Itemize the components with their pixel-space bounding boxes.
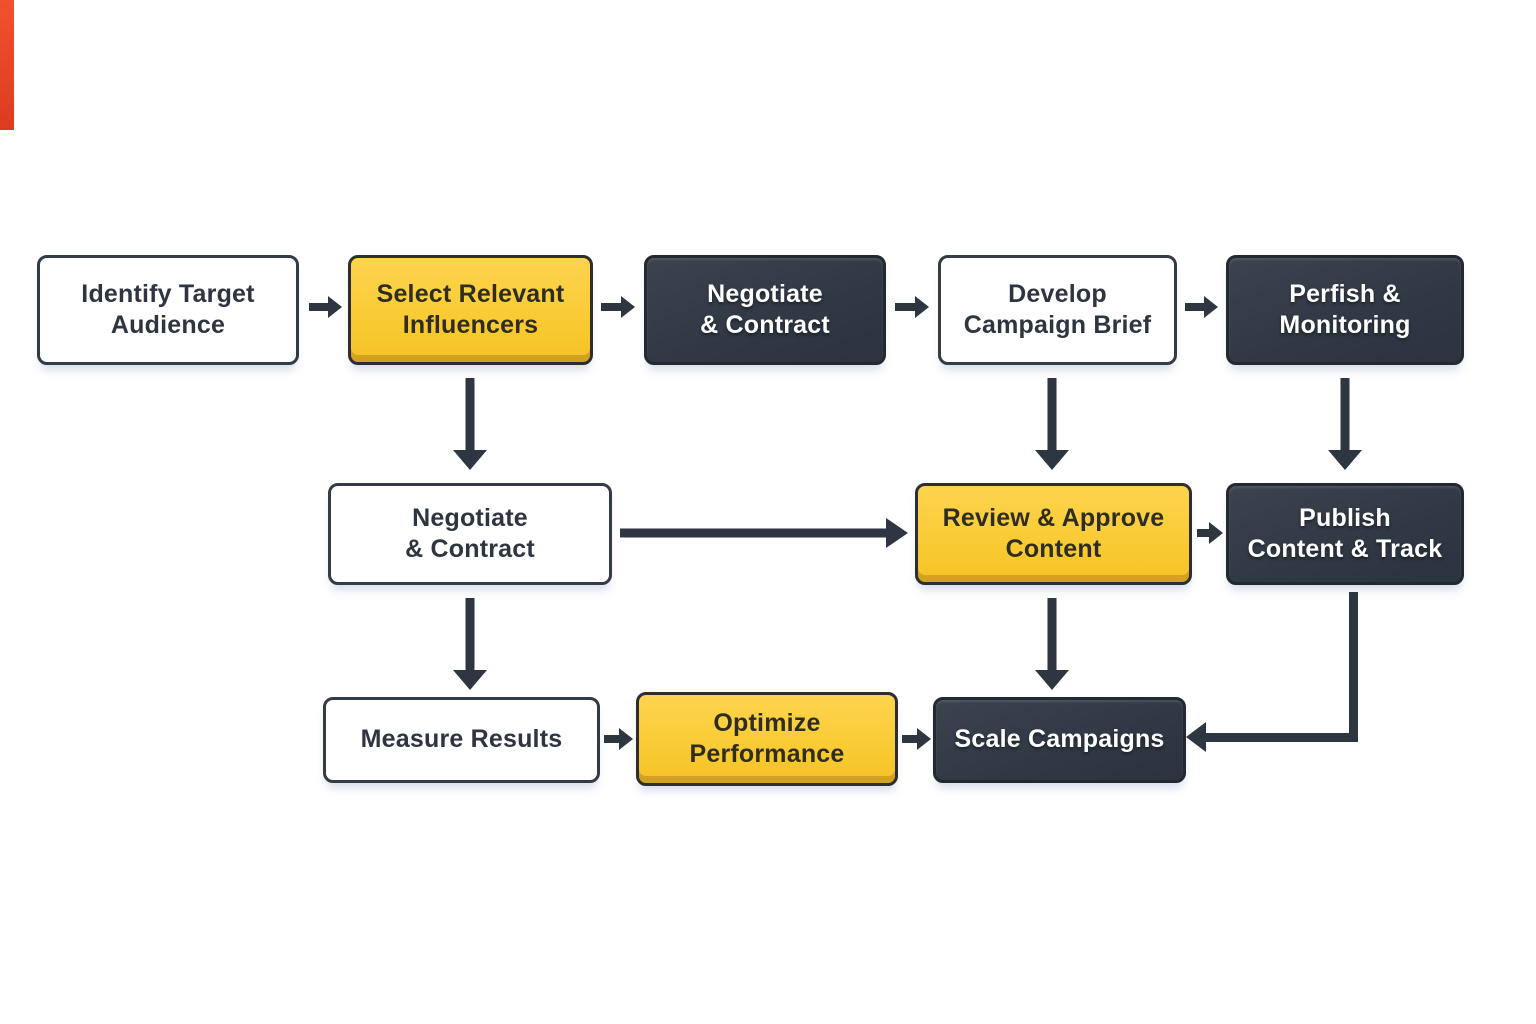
node-label: Scale Campaigns <box>954 725 1165 754</box>
arrow-stem <box>309 303 329 311</box>
arrow-select-to-negotiate-icon <box>601 294 635 320</box>
arrow-stem <box>1047 598 1057 671</box>
arrowhead-down-icon <box>453 670 487 690</box>
arrow-stem <box>902 735 918 743</box>
node-select-relevant-influencers: Select Relevant Influencers <box>348 255 593 365</box>
node-label: Publish Content & Track <box>1247 503 1443 564</box>
arrow-measure-to-optimize-icon <box>604 726 633 752</box>
arrow-negotiate-down-icon <box>452 598 488 690</box>
node-label: Select Relevant Influencers <box>376 279 565 340</box>
elbow-horizontal-segment <box>1205 733 1358 742</box>
arrowhead-down-icon <box>1035 670 1069 690</box>
node-label: Identify Target Audience <box>81 279 255 340</box>
node-label: Review & Approve Content <box>942 503 1165 564</box>
arrow-stem <box>465 598 475 671</box>
arrowhead-right-icon <box>1209 522 1223 544</box>
arrowhead-right-icon <box>915 296 929 318</box>
node-review-approve-content: Review & Approve Content <box>915 483 1192 585</box>
arrow-stem <box>895 303 916 311</box>
arrow-stem <box>1197 529 1210 537</box>
arrowhead-down-icon <box>1328 450 1362 470</box>
node-label: Perfish & Monitoring <box>1279 279 1411 340</box>
arrow-perfish-down-icon <box>1327 378 1363 470</box>
arrowhead-right-icon <box>1204 296 1218 318</box>
node-label: Develop Campaign Brief <box>963 279 1152 340</box>
arrowhead-down-icon <box>1035 450 1069 470</box>
arrow-publish-to-scale-elbow-icon <box>1186 592 1358 752</box>
arrow-identify-to-select-icon <box>309 294 342 320</box>
node-optimize-performance: Optimize Performance <box>636 692 898 786</box>
arrowhead-right-icon <box>621 296 635 318</box>
arrow-stem <box>1047 378 1057 451</box>
arrowhead-right-icon <box>619 728 633 750</box>
arrowhead-left-icon <box>1186 722 1206 752</box>
node-publish-content-track: Publish Content & Track <box>1226 483 1464 585</box>
arrow-stem <box>601 303 622 311</box>
arrow-review-to-publish-icon <box>1197 520 1223 546</box>
arrow-stem <box>620 528 888 538</box>
arrow-develop-down-icon <box>1034 378 1070 470</box>
node-label: Optimize Performance <box>689 708 845 769</box>
red-marker-artifact <box>0 0 14 130</box>
node-negotiate-contract-top: Negotiate & Contract <box>644 255 886 365</box>
node-negotiate-contract-mid: Negotiate & Contract <box>328 483 612 585</box>
arrow-stem <box>1340 378 1350 451</box>
arrow-review-down-icon <box>1034 598 1070 690</box>
node-identify-target-audience: Identify Target Audience <box>37 255 299 365</box>
node-scale-campaigns: Scale Campaigns <box>933 697 1186 783</box>
arrow-stem <box>604 735 620 743</box>
arrow-develop-to-perfish-icon <box>1185 294 1218 320</box>
arrow-negotiate-to-review-icon <box>620 518 908 548</box>
arrow-stem <box>465 378 475 451</box>
elbow-vertical-segment <box>1349 592 1358 742</box>
arrow-negotiate-to-develop-icon <box>895 294 929 320</box>
node-label: Measure Results <box>360 725 563 754</box>
arrow-optimize-to-scale-icon <box>902 726 931 752</box>
arrow-stem <box>1185 303 1205 311</box>
arrowhead-right-icon <box>328 296 342 318</box>
node-measure-results: Measure Results <box>323 697 600 783</box>
node-develop-campaign-brief: Develop Campaign Brief <box>938 255 1177 365</box>
node-label: Negotiate & Contract <box>700 279 830 340</box>
arrowhead-down-icon <box>453 450 487 470</box>
node-perfish-monitoring: Perfish & Monitoring <box>1226 255 1464 365</box>
arrowhead-right-icon <box>886 518 908 548</box>
node-label: Negotiate & Contract <box>405 503 535 564</box>
arrowhead-right-icon <box>917 728 931 750</box>
arrow-select-down-icon <box>452 378 488 470</box>
